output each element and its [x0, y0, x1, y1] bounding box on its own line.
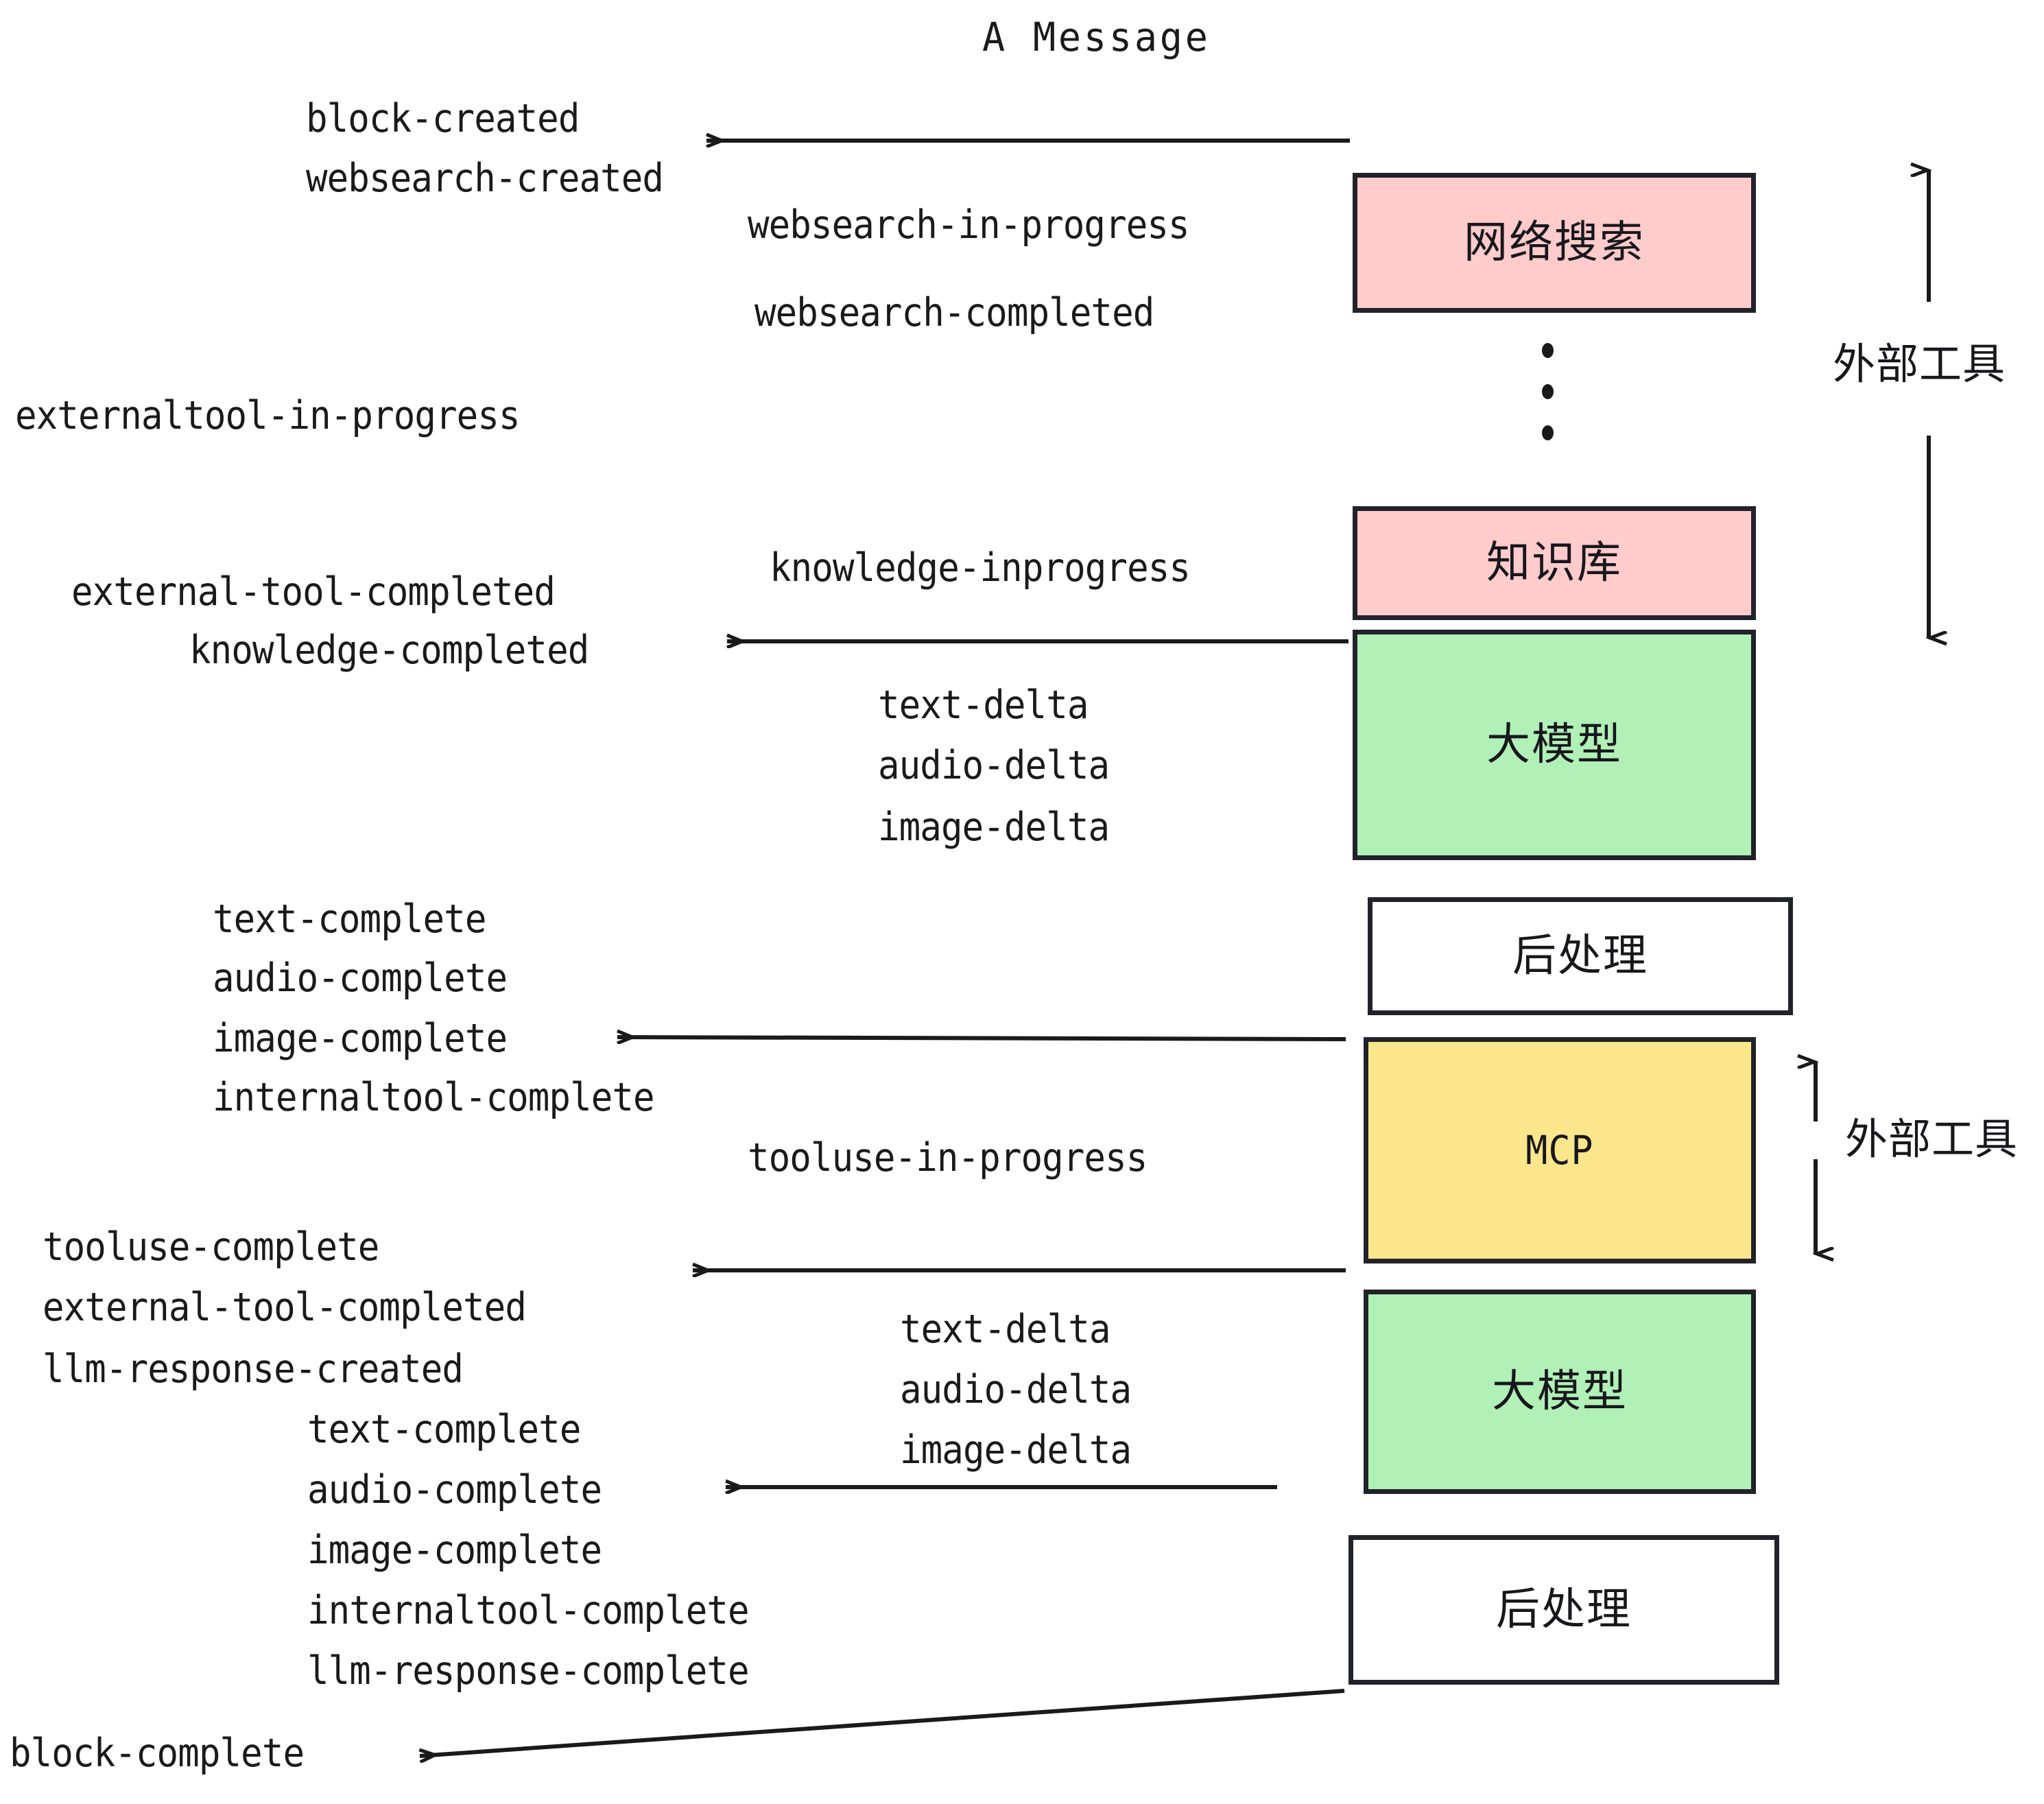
ellipsis-dot: [1542, 425, 1554, 440]
event-text-complete-1: text-complete: [213, 897, 486, 942]
arrow-post1-to-image-complete: [617, 1037, 1346, 1039]
node-postprocess-2-label: 后处理: [1496, 1585, 1632, 1635]
event-audio-complete-1: audio-complete: [213, 956, 508, 1001]
node-knowledge[interactable]: 知识库: [1353, 506, 1756, 620]
event-tooluse-in-progress: tooluse-in-progress: [748, 1135, 1148, 1180]
event-block-created: block-created: [306, 96, 580, 141]
node-llm-1[interactable]: 大模型: [1353, 630, 1756, 860]
event-text-delta-2: text-delta: [900, 1307, 1110, 1352]
event-external-tool-completed-2: external-tool-completed: [43, 1285, 527, 1330]
event-audio-delta-2: audio-delta: [900, 1367, 1132, 1412]
ellipsis-dot: [1542, 384, 1554, 399]
node-postprocess-2[interactable]: 后处理: [1348, 1535, 1779, 1685]
event-externaltool-in-progress: externaltool-in-progress: [15, 393, 521, 438]
event-audio-delta-1: audio-delta: [878, 743, 1110, 788]
event-image-delta-1: image-delta: [878, 805, 1110, 850]
node-websearch[interactable]: 网络搜索: [1353, 173, 1756, 313]
event-internaltool-complete-2: internaltool-complete: [307, 1588, 750, 1633]
event-external-tool-completed-1: external-tool-completed: [71, 569, 556, 615]
arrow-post2-to-block-complete: [420, 1689, 1345, 1756]
event-websearch-completed: websearch-completed: [754, 290, 1154, 335]
diagram-title: A Message: [982, 14, 1211, 60]
ellipsis-dot: [1542, 343, 1554, 358]
event-websearch-in-progress: websearch-in-progress: [748, 202, 1190, 248]
event-llm-response-created: llm-response-created: [43, 1346, 464, 1392]
event-text-delta-1: text-delta: [878, 683, 1089, 728]
node-websearch-label: 网络搜索: [1464, 217, 1645, 268]
node-llm-2-label: 大模型: [1492, 1366, 1628, 1417]
node-knowledge-label: 知识库: [1486, 538, 1622, 589]
event-internaltool-complete-1: internaltool-complete: [213, 1075, 655, 1120]
side-label-external-tools-top: 外部工具: [1833, 339, 2006, 389]
node-postprocess-1-label: 后处理: [1512, 931, 1648, 982]
event-audio-complete-2: audio-complete: [307, 1467, 602, 1512]
event-llm-response-complete: llm-response-complete: [307, 1648, 750, 1694]
node-llm-1-label: 大模型: [1486, 720, 1622, 770]
node-llm-2[interactable]: 大模型: [1364, 1290, 1756, 1494]
ellipsis-vertical: [1542, 343, 1554, 466]
event-text-complete-2: text-complete: [307, 1407, 581, 1452]
event-tooluse-complete: tooluse-complete: [43, 1224, 379, 1270]
node-mcp[interactable]: MCP: [1364, 1037, 1756, 1263]
event-image-delta-2: image-delta: [900, 1427, 1132, 1473]
event-image-complete-1: image-complete: [213, 1016, 508, 1061]
event-block-complete: block-complete: [10, 1731, 305, 1776]
node-postprocess-1[interactable]: 后处理: [1368, 897, 1793, 1015]
event-image-complete-2: image-complete: [307, 1528, 602, 1573]
event-knowledge-completed: knowledge-completed: [189, 628, 589, 673]
node-mcp-label: MCP: [1525, 1127, 1594, 1174]
side-label-external-tools-bottom: 外部工具: [1845, 1114, 2019, 1164]
event-knowledge-inprogress: knowledge-inprogress: [770, 545, 1191, 591]
event-websearch-created: websearch-created: [306, 156, 664, 201]
